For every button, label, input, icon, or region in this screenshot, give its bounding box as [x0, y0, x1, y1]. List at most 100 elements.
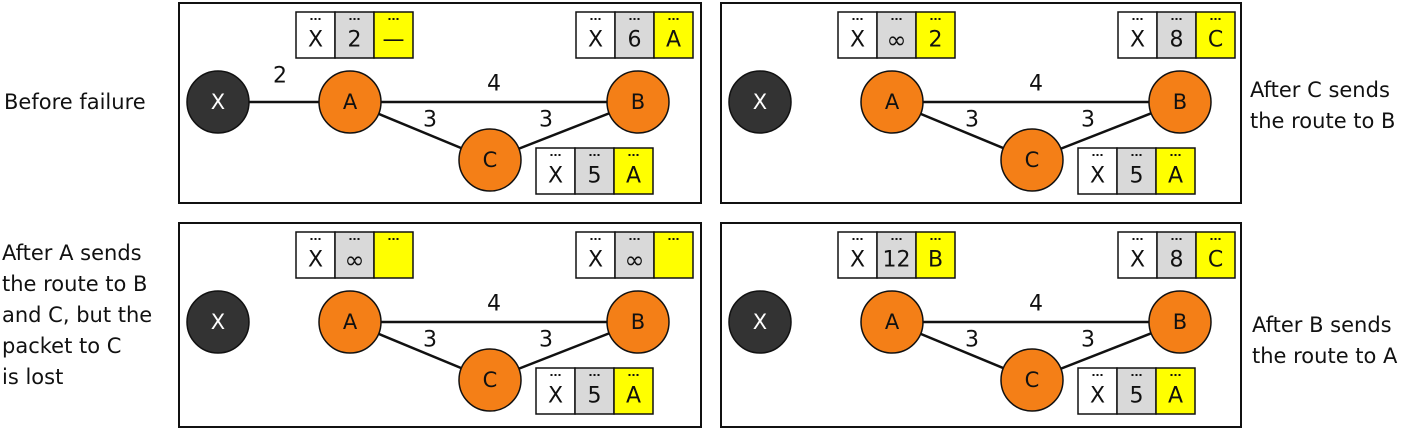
- node-b-label: B: [631, 310, 645, 334]
- table-cell-marker: [895, 18, 898, 20]
- label-line: Before failure: [4, 90, 146, 114]
- table-cell-marker: [1132, 238, 1135, 240]
- table-value-dest: X: [1130, 28, 1145, 53]
- table-cell-marker: [1136, 18, 1139, 20]
- panel-label-after-a-sends: After A sends the route to B and C, but …: [2, 238, 152, 393]
- edge-cost-ab: 4: [487, 72, 501, 97]
- table-cell-marker: [852, 238, 855, 240]
- table-cell-marker: [637, 18, 640, 20]
- table-cell-marker: [899, 18, 902, 20]
- table-value-cost: 6: [628, 28, 642, 53]
- table-cell-marker: [1178, 154, 1181, 156]
- label-line: After B sends: [1252, 313, 1392, 337]
- table-cell-marker: [1139, 154, 1142, 156]
- table-cell-marker: [629, 18, 632, 20]
- node-a: A: [318, 70, 382, 134]
- table-cell-marker: [637, 238, 640, 240]
- table-value-dest: X: [1130, 248, 1145, 273]
- table-cell-marker: [558, 374, 561, 376]
- table-cell-marker: [594, 18, 597, 20]
- table-cell-marker: [597, 374, 600, 376]
- label-line: the route to B: [2, 272, 148, 296]
- table-value-cost: 5: [1130, 164, 1144, 189]
- table-value-dest: X: [1090, 384, 1105, 409]
- node-x-circle: [186, 290, 250, 354]
- table-value-cost: ∞: [345, 246, 365, 274]
- table-cell-marker: [310, 238, 313, 240]
- table-cell-marker: [597, 154, 600, 156]
- table-cell-marker: [554, 374, 557, 376]
- table-cell-marker: [396, 18, 399, 20]
- table-cell-marker: [632, 374, 635, 376]
- table-cell-marker: [891, 238, 894, 240]
- node-c-label: C: [483, 148, 498, 172]
- node-a-label: A: [885, 90, 900, 114]
- table-cell-marker: [1170, 154, 1173, 156]
- table-cell-marker: [1100, 374, 1103, 376]
- table-cell-marker: [676, 238, 679, 240]
- node-a: A: [860, 70, 924, 134]
- node-c: C: [1000, 348, 1064, 412]
- node-c-circle: [458, 348, 522, 412]
- table-cell-marker: [353, 238, 356, 240]
- label-line: is lost: [2, 365, 64, 389]
- label-line: After C sends: [1250, 78, 1390, 102]
- table-cell-marker: [856, 238, 859, 240]
- table-cell-marker: [1210, 18, 1213, 20]
- node-b-label: B: [1173, 310, 1187, 334]
- table-cell-marker: [628, 154, 631, 156]
- table-cell-marker: [396, 238, 399, 240]
- table-cell-marker: [349, 238, 352, 240]
- node-c-label: C: [1025, 368, 1040, 392]
- node-x-circle: [186, 70, 250, 134]
- table-cell-marker: [594, 238, 597, 240]
- table-cell-marker: [1131, 154, 1134, 156]
- table-cell-marker: [1218, 18, 1221, 20]
- node-a-label: A: [343, 310, 358, 334]
- node-x-label: X: [211, 90, 225, 114]
- table-cell-marker: [636, 374, 639, 376]
- table-cell-marker: [590, 18, 593, 20]
- table-cell-marker: [938, 18, 941, 20]
- table-cell-marker: [598, 18, 601, 20]
- node-x-circle: [728, 290, 792, 354]
- table-cell-marker: [1170, 374, 1173, 376]
- table-cell-marker: [1171, 238, 1174, 240]
- table-cell-marker: [1135, 154, 1138, 156]
- table-cell-marker: [891, 18, 894, 20]
- node-b-label: B: [1173, 90, 1187, 114]
- table-cell-marker: [550, 154, 553, 156]
- table-cell-marker: [598, 238, 601, 240]
- table-value-cost: 2: [348, 28, 362, 53]
- table-cell-marker: [668, 238, 671, 240]
- table-cell-marker: [636, 154, 639, 156]
- table-cell-cost: [334, 11, 375, 59]
- edge-cost-ac: 3: [423, 328, 437, 353]
- table-cell-marker: [1096, 154, 1099, 156]
- table-value-next: A: [626, 384, 641, 409]
- table-cell-marker: [550, 374, 553, 376]
- routing-table-a: X∞: [295, 231, 414, 279]
- table-cell-marker: [1174, 374, 1177, 376]
- table-cell-marker: [930, 238, 933, 240]
- node-x-label: X: [211, 310, 225, 334]
- label-line: the route to A: [1252, 344, 1398, 368]
- table-cell-marker: [310, 18, 313, 20]
- panel-label-before-failure: Before failure: [4, 87, 146, 118]
- routing-table-b: X∞: [575, 231, 694, 279]
- node-a-circle: [860, 70, 924, 134]
- table-cell-marker: [1139, 374, 1142, 376]
- table-cell-marker: [357, 238, 360, 240]
- table-value-dest: X: [308, 248, 323, 273]
- table-cell-marker: [860, 238, 863, 240]
- node-b-circle: [606, 70, 670, 134]
- table-value-next: A: [626, 164, 641, 189]
- table-cell-marker: [1096, 374, 1099, 376]
- table-value-dest: X: [850, 248, 865, 273]
- table-cell-cost: [1156, 231, 1197, 279]
- table-value-next: A: [1168, 384, 1183, 409]
- table-value-dest: X: [308, 28, 323, 53]
